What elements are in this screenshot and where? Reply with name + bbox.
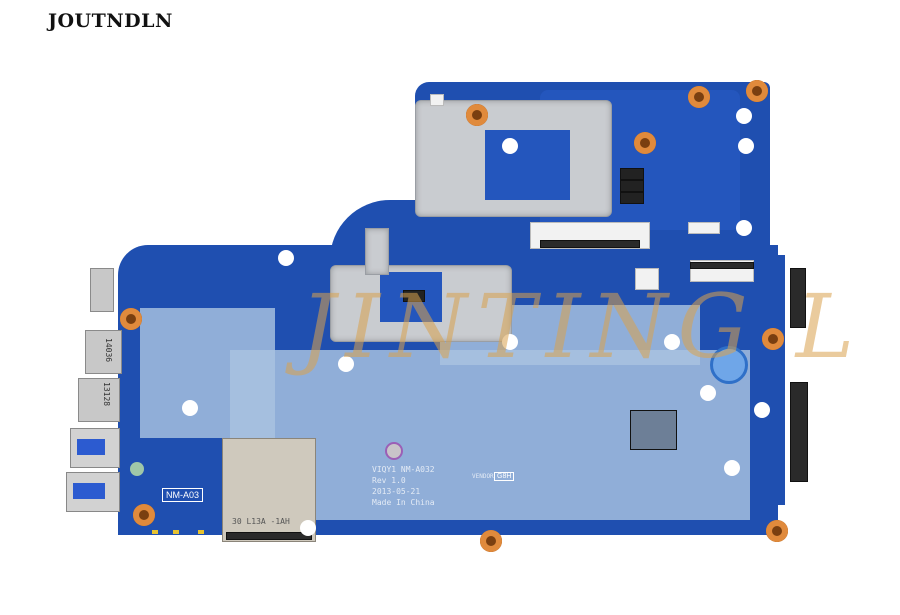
io-controller-chip [630,410,677,450]
small-connector-2 [688,222,720,234]
screw-pad [766,520,788,542]
pcb-right-edge [760,255,785,505]
sd-slot-text: 30 L13A -1AH [232,517,290,526]
watermark-text: JINTING L [300,275,865,378]
screw-pad [688,86,710,108]
sd-slot-pins [226,532,312,540]
gpu-chip [403,290,425,302]
mounting-hole [300,520,316,536]
cpu-die-area [485,130,570,200]
board-date-text: 2013-05-21 [372,487,421,496]
screw-pad [746,80,768,102]
mounting-hole [724,460,740,476]
hdmi-port [78,378,120,422]
mounting-hole [738,138,754,154]
gpu-bracket-arm [365,228,389,275]
hdmi-port-label: 13128 [102,382,111,407]
sata-connector-odd [790,268,806,328]
brand-logo: JOUTNDLN [48,10,173,32]
daughter-board-label: NM-A03 [162,488,204,502]
power-mosfet-3 [620,192,644,204]
purple-capacitor [385,442,403,460]
mounting-hole [700,385,716,401]
ethernet-port [85,330,122,374]
led-indicator [173,530,179,534]
sata-connector-hdd [790,382,808,482]
mounting-hole [754,402,770,418]
mounting-hole [502,138,518,154]
mounting-hole [664,334,680,350]
vga-port [90,268,114,312]
mounting-hole [338,356,354,372]
fan-connector [430,94,444,106]
screw-pad [133,504,155,526]
mounting-hole [502,334,518,350]
green-capacitor [130,462,144,476]
mounting-hole [278,250,294,266]
board-origin-text: Made In China [372,498,435,507]
screw-pad [120,308,142,330]
ethernet-port-label: 14036 [104,338,113,363]
power-mosfet-2 [620,180,644,192]
small-connector-1 [635,268,659,290]
usb-port-1 [70,428,120,468]
mounting-hole [736,220,752,236]
board-revision-text: Rev 1.0 [372,476,406,485]
screw-pad [634,132,656,154]
keyboard-connector-pins [690,262,754,269]
coin-cell-battery [710,346,748,384]
led-indicator [152,530,158,534]
vendor-label-text: VENDOR [472,473,494,480]
screw-pad [480,530,502,552]
lcd-connector-pins [540,240,640,248]
screw-pad [762,328,784,350]
mounting-hole [736,108,752,124]
led-indicator [198,530,204,534]
usb-port-2 [66,472,120,512]
board-model-text: VIQY1 NM-A032 [372,465,435,474]
mounting-hole [182,400,198,416]
screw-pad [466,104,488,126]
vendor-code-box: G8H [494,472,515,481]
power-mosfet-1 [620,168,644,180]
